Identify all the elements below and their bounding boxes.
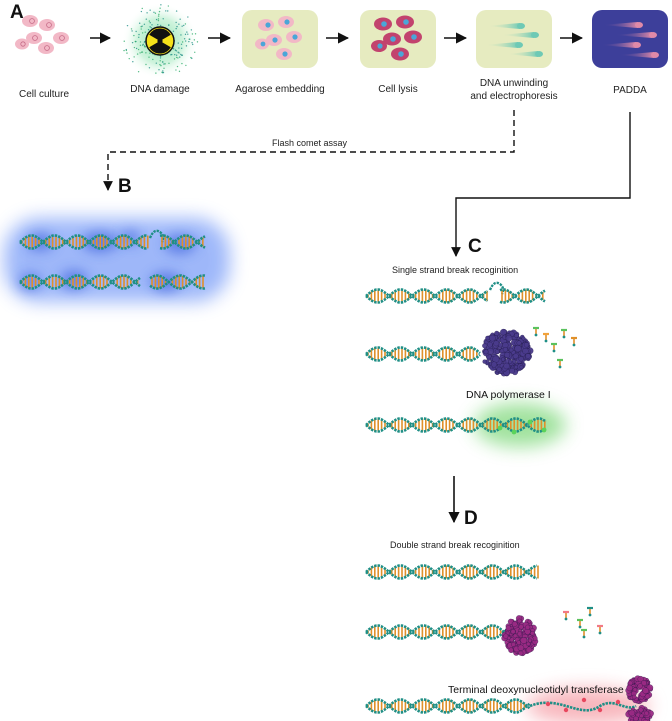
tdt-molecule-end	[625, 675, 654, 705]
tdt-tail-strand	[529, 701, 637, 712]
labeled-nucleotide	[615, 699, 621, 705]
flash-comet-connector	[103, 110, 515, 191]
nucleotide-icon	[561, 328, 567, 339]
flash-comet-label: Flash comet assay	[272, 138, 348, 148]
padda-icon	[592, 10, 668, 68]
dna-helix-c2	[365, 346, 481, 362]
green-label-glow	[474, 403, 566, 447]
panel-c-title: Single strand break recoginition	[392, 265, 519, 275]
cell-lysis-icon	[360, 10, 436, 68]
labeled-nucleotide	[597, 707, 603, 713]
dna-helix-b2-tail	[149, 274, 206, 290]
panel-label-b: B	[118, 176, 132, 197]
nucleotide-icon	[533, 326, 539, 337]
nucleotide-icon	[571, 336, 577, 347]
dna-helix-c1-tail	[499, 288, 546, 304]
red-label-glow	[526, 688, 650, 721]
comet-blue-glow	[4, 218, 230, 302]
step-label-dna-damage: DNA damage	[130, 84, 190, 95]
agarose-embedding-icon	[242, 10, 318, 68]
step-label-unwinding: DNA unwinding and electrophoresis	[470, 78, 558, 102]
labeled-nucleotide	[511, 429, 517, 435]
panel-label-d: D	[464, 508, 478, 529]
dna-polymerase-label: DNA polymerase I	[466, 389, 551, 401]
step-label-cell-culture: Cell culture	[18, 89, 70, 100]
tdt-label: Terminal deoxynucleotidyl transferase	[448, 684, 624, 696]
labeled-nucleotide	[541, 427, 547, 433]
radiation-icon	[122, 3, 199, 79]
step-label-cell-lysis: Cell lysis	[378, 84, 418, 95]
nucleotide-icon	[587, 606, 593, 617]
dna-helix-d1	[365, 564, 539, 580]
dna-helix-d3	[365, 698, 531, 714]
nucleotide-icon	[557, 358, 563, 369]
labeled-nucleotide	[527, 419, 533, 425]
step-label-padda: PADDA	[613, 85, 647, 96]
labeled-nucleotide	[563, 707, 569, 713]
panel-label-a: A	[10, 2, 24, 23]
panel-d-title: Double strand break recoginition	[390, 540, 520, 550]
labeled-nucleotide	[545, 701, 551, 707]
dna-helix-b2	[19, 274, 141, 290]
tdt-molecule	[501, 615, 539, 657]
dna-helix-b1-tail	[159, 234, 206, 250]
nucleotide-icon	[551, 342, 557, 353]
nucleotide-icon	[581, 628, 587, 639]
dna-polymerase-molecule	[482, 328, 534, 377]
dna-helix-b1	[19, 234, 149, 250]
nucleotide-icon	[597, 624, 603, 635]
labeled-nucleotide	[497, 425, 503, 431]
cell-culture-icon	[15, 15, 69, 54]
nucleotide-icon	[563, 610, 569, 621]
labeled-nucleotide	[581, 697, 587, 703]
padda-connector	[451, 112, 631, 257]
electrophoresis-icon	[476, 10, 552, 68]
panel-label-c: C	[468, 236, 482, 257]
dna-helix-c3	[365, 417, 547, 433]
dna-helix-c1	[365, 288, 489, 304]
nucleotide-icon	[543, 332, 549, 343]
tdt-molecule-end-lower	[625, 705, 654, 721]
step-label-agarose-embedding: Agarose embedding	[235, 84, 325, 95]
nucleotide-icon	[577, 618, 583, 629]
